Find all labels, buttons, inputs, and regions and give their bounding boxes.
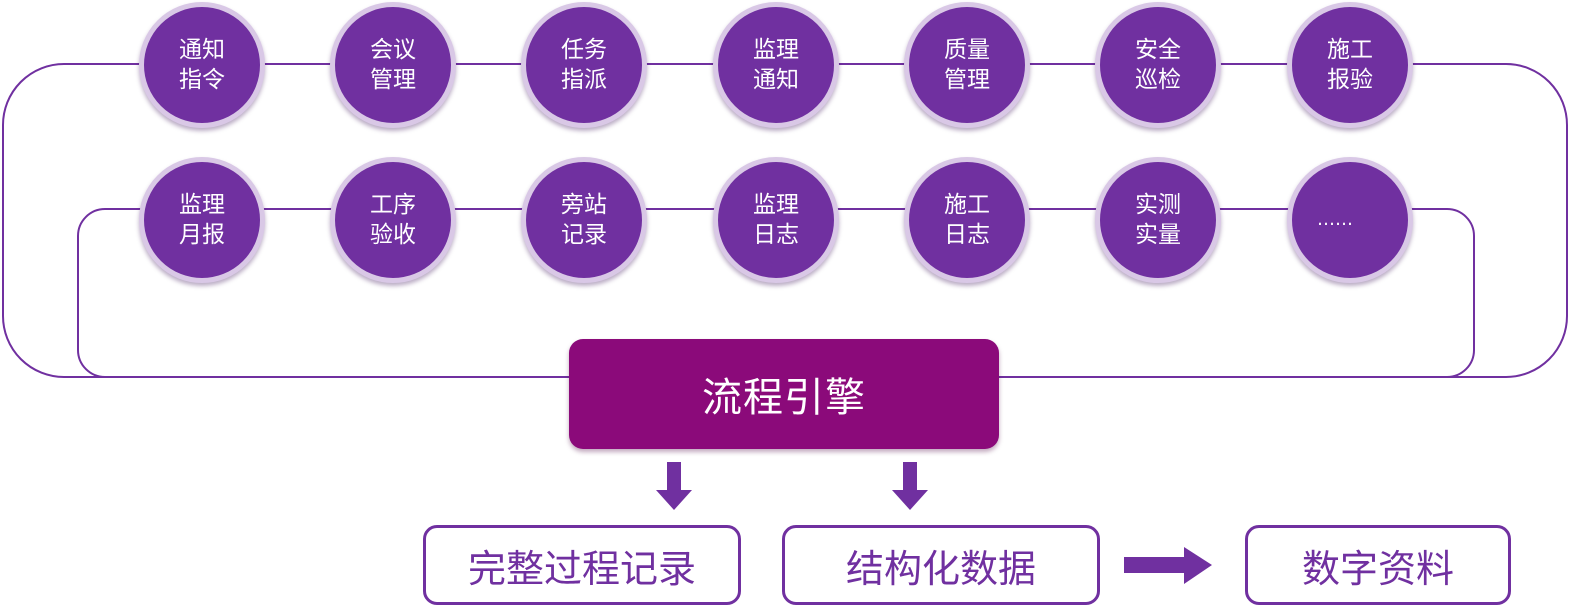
node-label-line1: 监理	[179, 192, 225, 218]
node-label-line2: 管理	[370, 67, 416, 93]
node-label-line1: 通知	[179, 37, 225, 63]
process-engine-label: 流程引擎	[702, 375, 866, 421]
output-complete-record-box: 完整过程记录	[423, 525, 741, 605]
node-safety-inspection: 安全巡检	[1095, 2, 1221, 128]
node-actual-measurement: 实测实量	[1095, 157, 1221, 283]
node-construction-inspection-request: 施工报验	[1287, 2, 1413, 128]
node-label-line2: 日志	[753, 222, 799, 248]
node-label-line1: ……	[1317, 209, 1353, 230]
node-label-line2: 报验	[1327, 67, 1373, 93]
node-label-line1: 会议	[370, 37, 416, 63]
node-more: ……	[1287, 157, 1413, 283]
down-arrow-icon	[892, 462, 928, 510]
node-construction-log: 施工日志	[904, 157, 1030, 283]
output-complete-record-label: 完整过程记录	[467, 546, 696, 591]
node-label-line1: 施工	[1327, 37, 1373, 63]
node-label-line2: 管理	[944, 67, 990, 93]
node-label-line1: 旁站	[561, 192, 607, 218]
node-label-line2: 指令	[179, 67, 225, 93]
node-quality-management: 质量管理	[904, 2, 1030, 128]
node-label-line1: 施工	[944, 192, 990, 218]
node-label-line2: 日志	[944, 222, 990, 248]
node-label-line2: 实量	[1135, 222, 1181, 248]
node-task-assignment: 任务指派	[521, 2, 647, 128]
node-supervision-notice: 监理通知	[713, 2, 839, 128]
node-label-line1: 任务	[561, 37, 607, 63]
node-label-line1: 实测	[1135, 192, 1181, 218]
node-supervision-monthly-report: 监理月报	[139, 157, 265, 283]
output-digital-material-label: 数字资料	[1301, 546, 1454, 591]
node-label-line1: 工序	[370, 192, 416, 218]
node-label-line1: 监理	[753, 192, 799, 218]
node-label-line1: 监理	[753, 37, 799, 63]
output-structured-data-box: 结构化数据	[782, 525, 1100, 605]
right-arrow-icon	[1124, 547, 1212, 584]
node-side-station-record: 旁站记录	[521, 157, 647, 283]
node-label-line2: 指派	[561, 67, 607, 93]
process-engine-box: 流程引擎	[569, 339, 999, 449]
node-notice-instruction: 通知指令	[139, 2, 265, 128]
node-label-line2: 巡检	[1135, 67, 1181, 93]
node-label-line2: 月报	[179, 222, 225, 248]
output-structured-data-label: 结构化数据	[845, 546, 1036, 591]
node-label-line1: 质量	[944, 37, 990, 63]
node-label-line2: 记录	[561, 222, 607, 248]
node-label-line2: 通知	[753, 67, 799, 93]
node-label-line1: 安全	[1135, 37, 1181, 63]
output-digital-material-box: 数字资料	[1245, 525, 1511, 605]
node-meeting-management: 会议管理	[330, 2, 456, 128]
node-label-line2: 验收	[370, 222, 416, 248]
node-supervision-log: 监理日志	[713, 157, 839, 283]
down-arrow-icon	[656, 462, 692, 510]
node-process-acceptance: 工序验收	[330, 157, 456, 283]
